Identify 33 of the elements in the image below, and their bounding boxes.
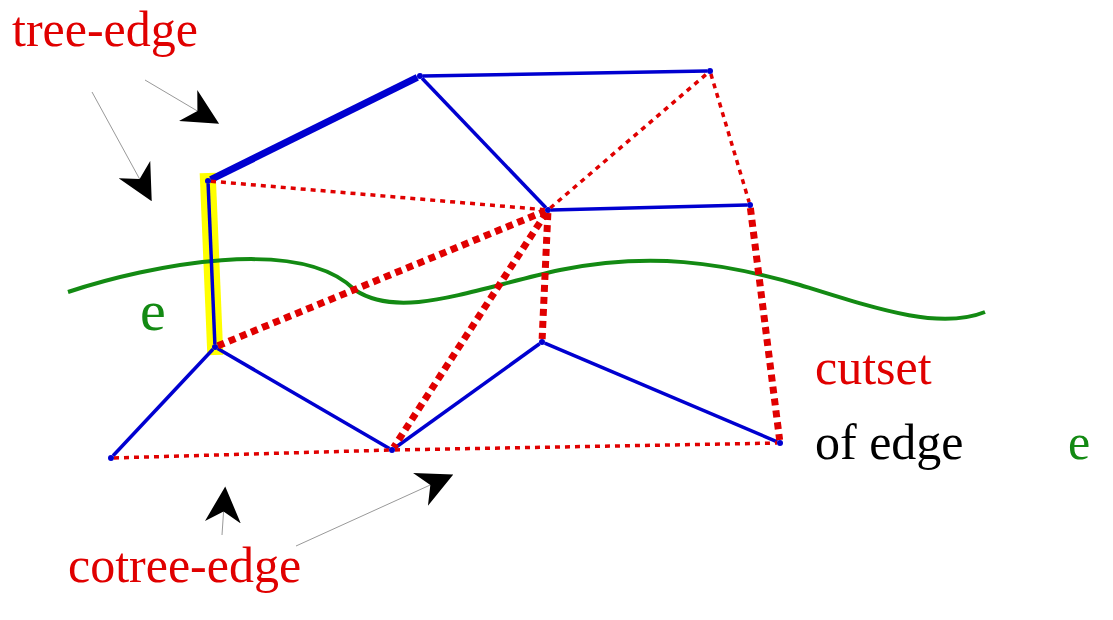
vertex-dot — [205, 178, 211, 184]
graph-edge — [206, 183, 217, 345]
graph-edge — [550, 203, 748, 212]
graph-edge — [216, 347, 391, 450]
graph-edge — [422, 69, 708, 78]
leader-arrow — [295, 473, 454, 547]
graph-edge — [420, 76, 548, 210]
vertex-dot — [747, 202, 753, 208]
annotation-label: e — [1068, 417, 1091, 467]
graph-edge — [210, 179, 546, 212]
leader-arrow — [204, 486, 241, 536]
vertex-dot — [108, 455, 114, 461]
vertex-dot — [389, 447, 395, 453]
graph-edge — [209, 74, 419, 183]
graph-edge — [111, 348, 215, 457]
vertex-dot — [539, 339, 545, 345]
graph-edge — [549, 71, 709, 210]
graph-edge — [394, 441, 778, 452]
graph-edge — [216, 207, 547, 350]
annotation-label: cutset — [815, 342, 932, 392]
vertex-dot — [545, 207, 551, 213]
vertex-dot — [777, 440, 783, 446]
vertex-dot — [212, 344, 218, 350]
leader-arrow — [144, 79, 220, 124]
graph-edge — [113, 448, 390, 460]
vertex-dot — [417, 73, 423, 79]
graph-edge — [544, 341, 778, 444]
graph-edge — [709, 73, 751, 203]
vertex-dot — [707, 68, 713, 74]
leader-arrow — [91, 91, 152, 202]
annotation-label: e — [140, 282, 166, 340]
graph-edge — [538, 212, 552, 340]
graph-edge — [746, 207, 784, 441]
